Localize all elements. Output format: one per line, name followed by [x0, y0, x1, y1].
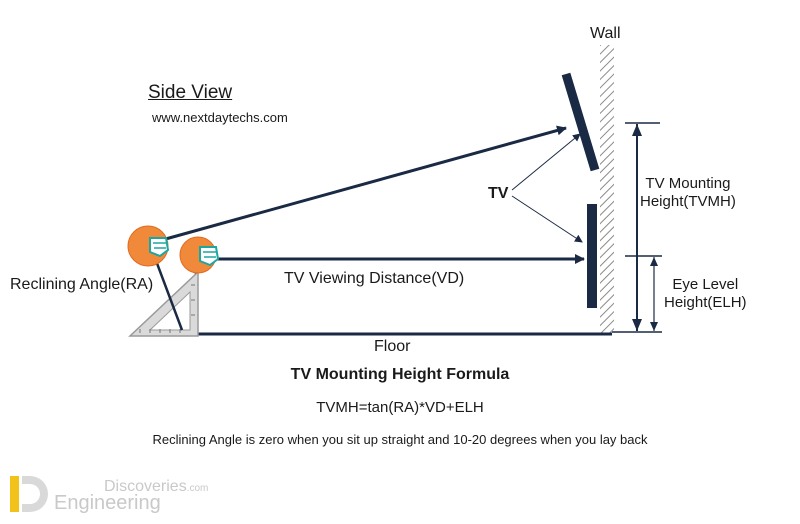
website-label: www.nextdaytechs.com [152, 110, 288, 125]
tvmh-label: TV Mounting Height(TVMH) [640, 175, 736, 211]
formula-heading: TV Mounting Height Formula [290, 366, 510, 383]
watermark-logo: Discoveries.com Engineering [8, 470, 218, 518]
diagram-title: Side View [148, 82, 233, 103]
reclining-angle-label: Reclining Angle(RA) [10, 276, 154, 293]
reclined-sightline-arrow [161, 125, 567, 242]
elh-label-line2: Height(ELH) [664, 294, 747, 311]
watermark-bottom-text: Engineering [54, 492, 161, 514]
tv-pointer-upper [511, 133, 581, 191]
upright-head-icon [179, 236, 220, 274]
tvmh-arrowhead-top [632, 124, 642, 136]
formula-note: Reclining Angle is zero when you sit up … [152, 432, 648, 447]
tv-tilted [561, 72, 600, 172]
tvmh-label-line2: Height(TVMH) [640, 193, 736, 210]
wall [600, 45, 614, 335]
watermark-top-word: Discoveries [104, 478, 187, 495]
set-square-icon [128, 270, 199, 337]
reclined-head-icon [127, 225, 170, 267]
tvmh-label-line1: TV Mounting [645, 175, 731, 192]
elh-label-line1: Eye Level [672, 276, 739, 293]
wall-label: Wall [590, 25, 621, 42]
floor-label: Floor [374, 338, 411, 355]
tv-label: TV [488, 185, 509, 202]
formula-expression: TVMH=tan(RA)*VD+ELH [316, 399, 484, 416]
elh-arrowhead-bottom [650, 322, 658, 331]
elh-arrowhead-top [650, 257, 658, 266]
watermark-top-text: Discoveries.com [104, 478, 208, 496]
logo-mark-icon [10, 476, 48, 512]
elh-label: Eye Level Height(ELH) [664, 276, 747, 312]
viewing-distance-label: TV Viewing Distance(VD) [284, 270, 465, 287]
watermark-top-suffix: .com [186, 483, 209, 494]
tv-pointer-lower [511, 195, 583, 243]
tvmh-arrowhead-bottom [632, 319, 642, 331]
tv-upright [587, 204, 597, 308]
